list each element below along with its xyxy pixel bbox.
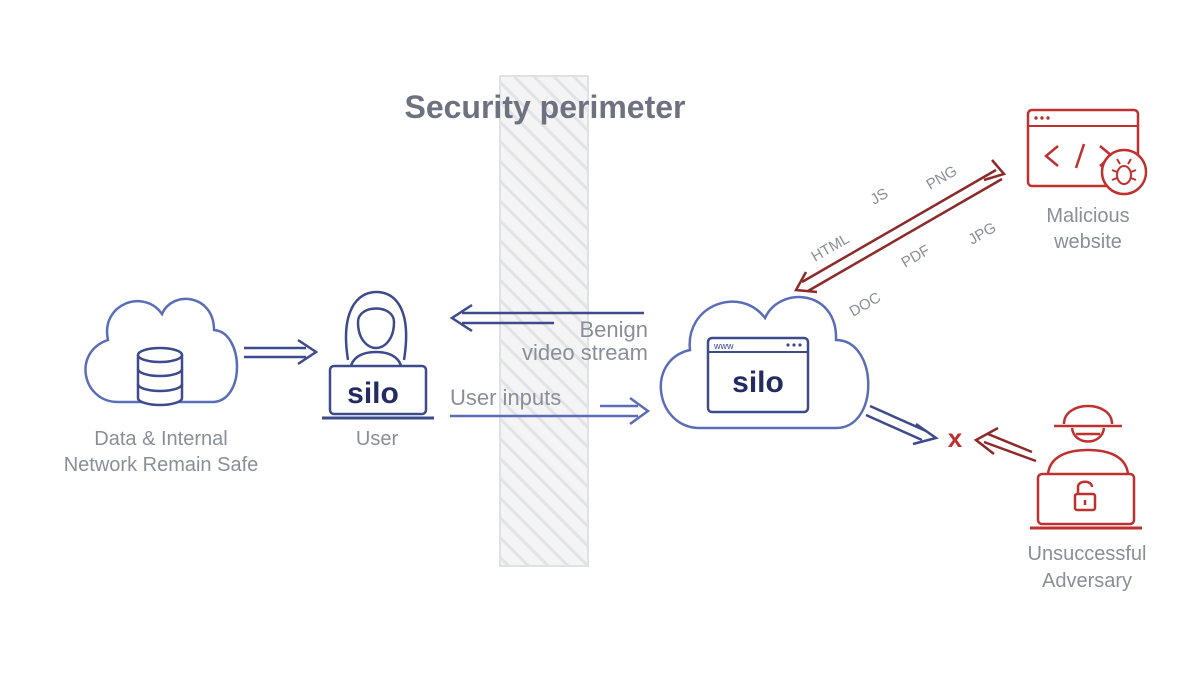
malicious-node: Malicious website <box>1026 108 1148 253</box>
user-label: User <box>356 428 399 450</box>
benign-stream-arrow <box>449 303 644 333</box>
adversary-to-blocked-arrow <box>973 426 1037 463</box>
user-inputs-label: User inputs <box>450 385 561 410</box>
benign-label-line2: video stream <box>522 340 648 365</box>
malicious-label-line1: Malicious <box>1046 205 1129 227</box>
laptop-icon: silo <box>322 364 434 420</box>
browser-icon: www silo <box>706 336 810 414</box>
cloud-icon <box>84 297 239 404</box>
adversary-label-line1: Unsuccessful <box>1028 543 1147 565</box>
hacker-icon <box>1046 404 1130 475</box>
file-type-html: HTML <box>809 230 853 265</box>
silo-cloud-logo: silo <box>732 366 784 399</box>
lock-open-icon <box>1073 480 1097 512</box>
file-type-labels: HTML JS PNG PDF JPG DOC <box>809 162 1000 320</box>
laptop-icon <box>1030 472 1142 530</box>
file-type-jpg: JPG <box>966 219 1000 248</box>
silo-to-blocked-arrow <box>865 404 939 446</box>
file-type-png: PNG <box>924 162 961 193</box>
file-type-js: JS <box>868 185 892 208</box>
user-inputs-arrow <box>450 396 651 426</box>
user-node: silo User <box>322 290 434 450</box>
silo-cloud-node: www silo <box>659 295 870 430</box>
data-to-user-arrow <box>244 338 319 366</box>
database-icon <box>136 346 184 407</box>
cloud-icon <box>659 295 870 430</box>
malicious-label-line2: website <box>1053 231 1122 253</box>
data-label-line2: Network Remain Safe <box>64 454 259 476</box>
user-silo-logo: silo <box>347 377 399 410</box>
bug-icon <box>1100 148 1148 196</box>
blocked-x-mark: x <box>948 423 963 453</box>
file-type-pdf: PDF <box>899 242 933 272</box>
perimeter-wall <box>499 75 589 567</box>
browser-www-text: www <box>713 341 734 351</box>
page-title: Security perimeter <box>404 89 685 125</box>
benign-label-line1: Benign <box>579 317 648 342</box>
file-exchange-arrow <box>793 159 1007 294</box>
data-node: Data & Internal Network Remain Safe <box>64 297 259 476</box>
adversary-label-line2: Adversary <box>1042 570 1132 592</box>
user-icon <box>344 290 408 371</box>
adversary-node: Unsuccessful Adversary <box>1028 404 1147 592</box>
data-label-line1: Data & Internal <box>94 428 227 450</box>
file-type-doc: DOC <box>847 289 885 320</box>
